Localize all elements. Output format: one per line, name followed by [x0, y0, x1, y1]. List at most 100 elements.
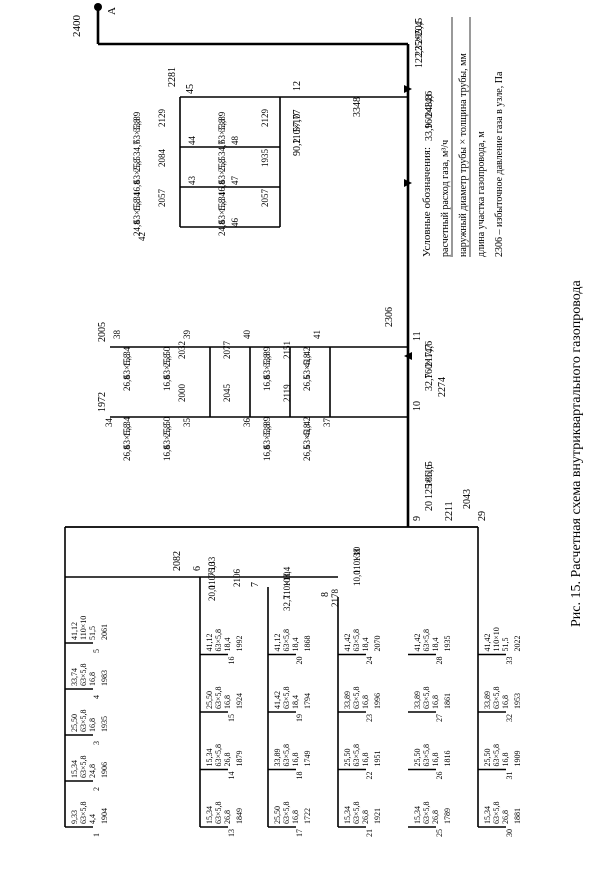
house-node: 27	[435, 714, 444, 722]
house-pipe-size: 63×5,8	[214, 686, 223, 709]
house-length: 16,8	[223, 695, 232, 709]
house-node: 33	[505, 657, 514, 665]
b-top-flow-39: 25,50	[162, 346, 172, 367]
house-length: 24,8	[88, 764, 97, 778]
b-top-length-39: 16,8	[162, 375, 172, 391]
c-s8-pipe: 110×10	[352, 546, 362, 574]
a-top-flow-43: 25,5	[132, 156, 142, 172]
a-top-pipe-44: 63×5,8	[132, 118, 142, 144]
legend: Условные обозначения: расчетный расход г…	[421, 17, 505, 257]
b-bot-pipe-34: 63×5,8	[122, 423, 132, 449]
house-node: 2	[92, 787, 101, 791]
b-bot-node-35: 35	[182, 418, 192, 428]
house-flow: 41,42	[413, 634, 422, 652]
house-flow: 41,42	[273, 691, 282, 709]
branch-block-a: 12 3348 2281 45 57,77 110×10 90,2	[167, 67, 408, 228]
house-node: 28	[435, 657, 444, 665]
house-length: 16,8	[361, 753, 370, 767]
house-flow: 41,12	[205, 634, 214, 652]
house-pressure: 1879	[235, 751, 244, 767]
a-bot-pressure-46: 2057	[260, 189, 270, 208]
main-length-3: 32,7	[424, 374, 435, 392]
a-takeoff-pressure: 3348	[352, 97, 363, 117]
house-pressure: 1794	[303, 693, 312, 709]
house-pipe-size: 63×5,8	[282, 686, 291, 709]
b-node-10: 10	[412, 401, 423, 411]
house-pipe-size: 63×5,8	[352, 744, 361, 767]
house-flow: 33,89	[343, 691, 352, 709]
block-a-top-labels: 33,89 63×5,8 34,7 25,5 63×5,8 16,8 15,34…	[132, 109, 197, 242]
a-bot-pressure-47: 1935	[260, 149, 270, 168]
branch-block-b: 11 2306 10 2274 2005 1972	[97, 307, 448, 418]
b-top-pipe-40: 63×5,8	[262, 353, 272, 379]
house-pipe-size: 63×5,8	[352, 686, 361, 709]
c-node-7: 7	[250, 582, 261, 587]
house-length: 16,8	[361, 695, 370, 709]
house-pressure: 1909	[513, 751, 522, 767]
b-bot-node-34: 34	[104, 418, 114, 428]
house-length: 18,4	[431, 638, 440, 652]
house-pipe-size: 63×5,8	[352, 629, 361, 652]
house-node: 14	[227, 772, 236, 780]
house-flow: 25,50	[70, 714, 79, 732]
house-pressure: 1996	[373, 693, 382, 709]
main-pipe-3: 160×14,6	[424, 341, 435, 379]
house-length: 16,8	[431, 695, 440, 709]
house-flow: 15,34	[483, 806, 492, 824]
b-bot-pressure-36: 2119	[282, 384, 292, 402]
block-a-bottom-labels: 33,89 63×5,8 34,7 25,5 63×5,8 16,8 15,34…	[217, 109, 270, 237]
house-node: 23	[365, 714, 374, 722]
main-pipe-1: 225×20,5	[414, 18, 425, 56]
house-pressure: 1722	[303, 808, 312, 824]
house-pipe-size: 63×5,8	[214, 801, 223, 824]
house-node: 1	[92, 833, 101, 837]
a-bot-node-46: 46	[230, 218, 240, 228]
house-length: 16,8	[291, 753, 300, 767]
block-b-bottom-labels: 15,34 63×5,8 26,8 25,50 63×5,8 16,8 33,8…	[104, 384, 332, 462]
house-length: 16,8	[501, 695, 510, 709]
a-top-pressure-44: 2129	[157, 109, 167, 128]
a-bot-pipe-47: 63×5,8	[217, 158, 227, 184]
a-header-flow: 57,77	[292, 110, 303, 133]
main-trunk	[94, 3, 412, 527]
main-section-labels: 295,4 225×20,5 122,3 248,8 160×14,6 33,9…	[414, 18, 435, 511]
c-pressure-6: 2082	[172, 551, 183, 571]
house-length: 16,8	[501, 753, 510, 767]
b-top-length-41: 26,5	[302, 375, 312, 391]
b-bot-flow-34: 15,34	[122, 416, 132, 437]
house-pipe-size: 63×5,8	[492, 801, 501, 824]
b-top-node-38: 38	[112, 330, 122, 340]
house-node: 15	[227, 714, 236, 722]
house-pressure: 1849	[235, 808, 244, 824]
a-bot-length-47: 16,8	[217, 180, 227, 196]
house-pressure: 1789	[443, 808, 452, 824]
a-takeoff-node: 12	[292, 81, 303, 91]
b-bot-length-36: 16,8	[262, 445, 272, 461]
house-flow: 41,42	[343, 634, 352, 652]
house-pressure: 1951	[373, 751, 382, 767]
legend-item-pressure: 2306 – избыточное давление газа в узле, …	[494, 71, 505, 257]
house-pressure: 1924	[235, 693, 244, 709]
house-flow: 15,34	[70, 760, 79, 778]
b-top-length-40: 16,8	[262, 375, 272, 391]
b-bot-pipe-35: 63×5,8	[162, 423, 172, 449]
house-flow: 41,12	[273, 634, 282, 652]
a-bot-flow-47: 25,5	[217, 156, 227, 172]
house-node: 26	[435, 772, 444, 780]
house-length: 16,8	[291, 810, 300, 824]
a-header-pipe: 110×10	[292, 114, 303, 144]
c-pressure-9: 2211	[444, 501, 455, 521]
b-top-node-41: 41	[312, 330, 322, 339]
house-pressure: 1921	[373, 808, 382, 824]
flow-arrow-icon	[404, 85, 412, 93]
b-top-pressure-40: 2151	[282, 341, 292, 359]
